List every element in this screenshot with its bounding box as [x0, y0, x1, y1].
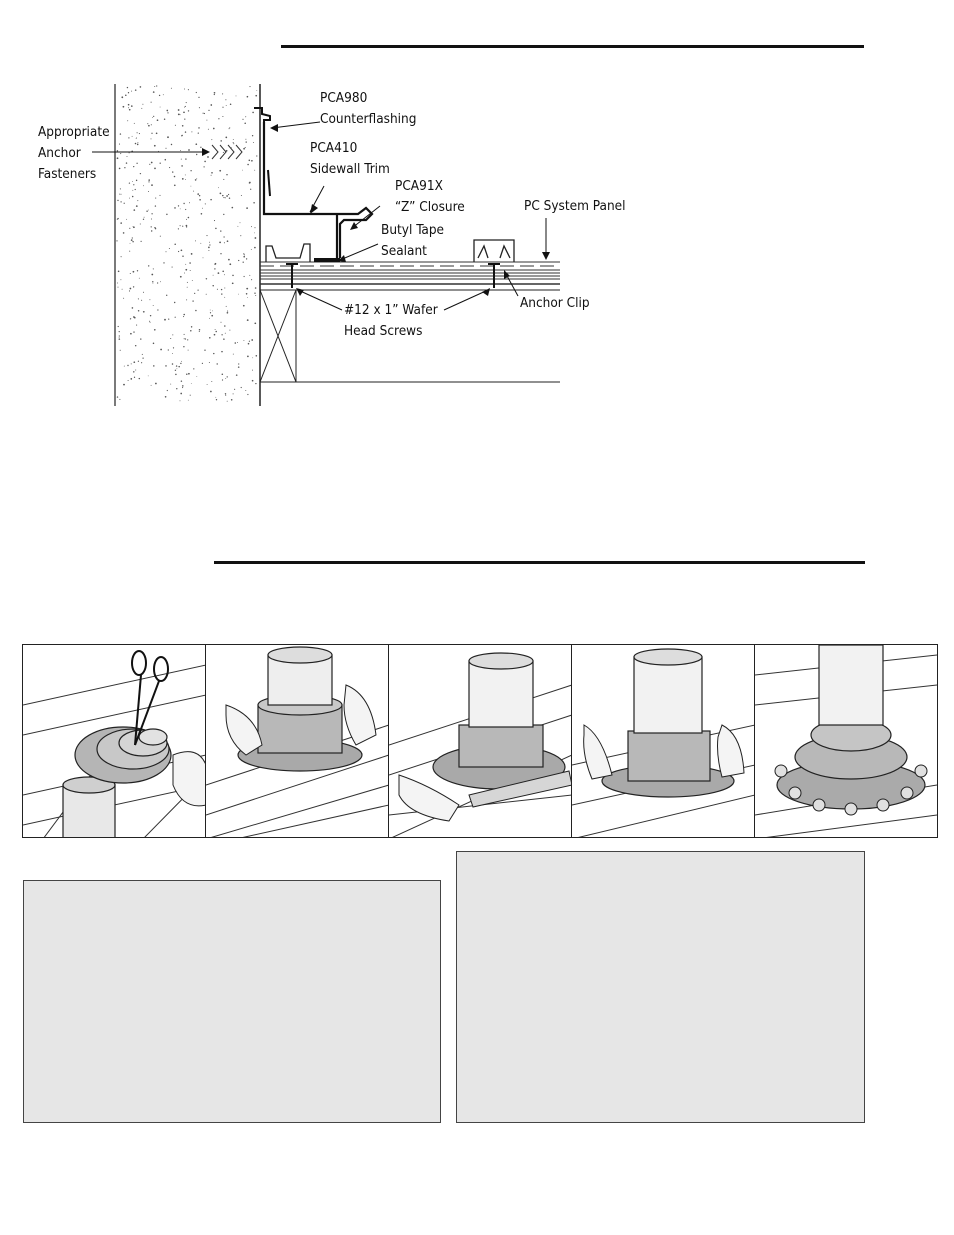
hand [172, 751, 205, 807]
bolt-heads [774, 764, 928, 816]
sidewall-detail-drawing [92, 84, 560, 406]
hand [343, 684, 377, 746]
pipe [468, 652, 534, 728]
sidewall-trim-shape [262, 122, 374, 258]
anchor-chevrons [211, 144, 243, 160]
install-step-2 [206, 645, 389, 837]
sealant-tube [468, 770, 571, 808]
label-anchor-clip: Anchor Clip [520, 295, 590, 311]
scissors-icon [131, 650, 169, 746]
hand [717, 724, 745, 778]
anchor-clip-shapes [265, 239, 515, 262]
install-steps-strip [22, 644, 938, 838]
label-butyl-tape: Butyl Tape Sealant [381, 222, 445, 259]
wall-section [115, 84, 260, 406]
pipe [633, 648, 703, 734]
leader-arrowheads [202, 124, 550, 296]
top-rule [281, 45, 864, 48]
install-step-1 [23, 645, 206, 837]
label-system-panel: PC System Panel [524, 198, 626, 214]
pipe [818, 645, 884, 726]
pipe [267, 646, 333, 706]
system-panel-layers [260, 261, 560, 285]
install-step-4 [572, 645, 755, 837]
install-step-3 [389, 645, 572, 837]
substructure [259, 289, 560, 383]
label-wafer-screws: #12 x 1” Wafer Head Screws [344, 302, 438, 339]
pipe-stub [62, 776, 116, 837]
label-anchor-fasteners: Appropriate Anchor Fasteners [38, 124, 110, 182]
hand [583, 724, 613, 780]
hand [398, 774, 460, 822]
leader-lines [92, 121, 547, 311]
boot-cone [74, 726, 172, 784]
note-box-right [456, 851, 865, 1123]
label-sidewall-trim: PCA410 Sidewall Trim [310, 140, 390, 177]
label-counterflashing: PCA980 Counterflashing [320, 90, 417, 127]
counterflashing-shape [254, 107, 271, 200]
screw-shapes [286, 263, 500, 288]
install-step-5 [755, 645, 937, 837]
label-z-closure: PCA91X “Z” Closure [395, 178, 465, 215]
hand [225, 704, 263, 756]
section-rule [214, 561, 865, 564]
note-box-left [23, 880, 441, 1123]
